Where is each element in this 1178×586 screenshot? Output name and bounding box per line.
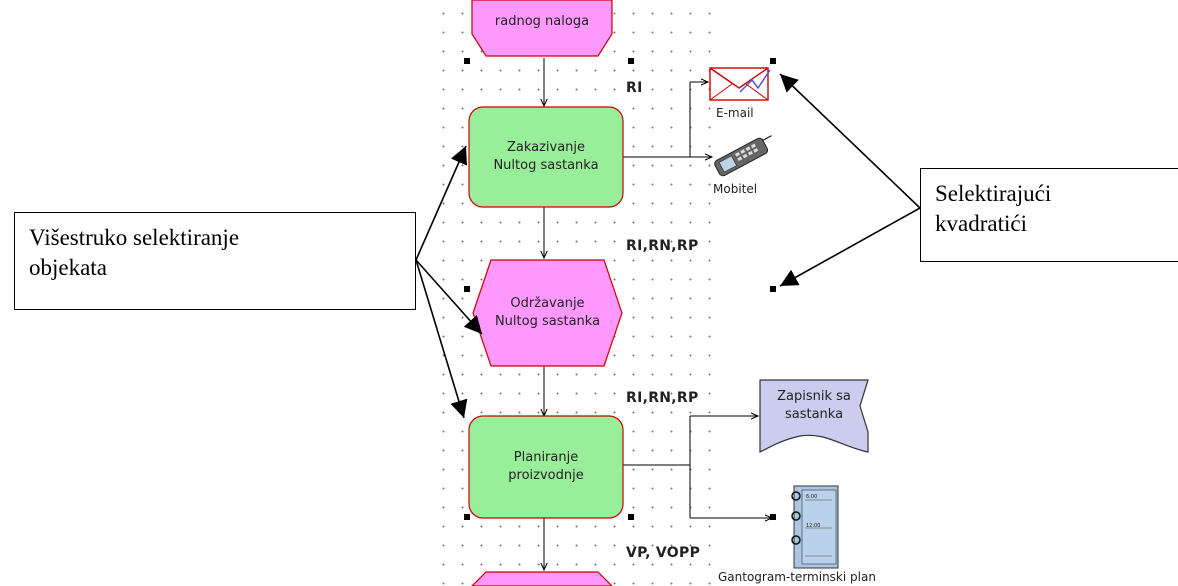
callout-selection-handles: Selektirajući kvadratići: [920, 168, 1178, 262]
pointer-arrow-1: [415, 145, 467, 261]
pointer-arrow-5: [779, 207, 921, 287]
gantogram-label: Gantogram-terminski plan: [718, 570, 876, 584]
selection-handle[interactable]: [628, 58, 634, 64]
flow-label: VP, VOPP: [626, 545, 701, 561]
pointer-arrow-3: [415, 259, 468, 419]
selection-handle[interactable]: [628, 514, 634, 520]
callout-multi-select: Višestruko selektiranje objekata: [14, 212, 416, 310]
callout-text-line: Višestruko selektiranje: [29, 225, 240, 250]
selection-handle[interactable]: [770, 58, 776, 64]
flow-label: RI,RN,RP: [626, 238, 699, 254]
selection-handle[interactable]: [464, 58, 470, 64]
selection-handle[interactable]: [464, 514, 470, 520]
planner-icon: 6:00 12:00: [791, 485, 839, 569]
mobile-label: Mobitel: [713, 182, 758, 196]
envelope-icon: [709, 67, 771, 101]
email-label: E-mail: [716, 106, 754, 120]
selection-handle[interactable]: [770, 514, 776, 520]
svg-text:12:00: 12:00: [806, 523, 820, 529]
function-zakazivanje: [468, 106, 624, 208]
event-bottom: [471, 571, 613, 586]
callout-text-line: Selektirajući: [935, 181, 1052, 206]
function-planiranje: [468, 415, 624, 519]
callout-text-line: objekata: [29, 255, 107, 280]
event-odrzavanje: [472, 259, 623, 367]
document-zapisnik: [759, 379, 869, 453]
event-radnog-naloga: [471, 0, 613, 57]
mobile-phone-icon: [714, 135, 772, 177]
flow-label: RI,RN,RP: [626, 390, 699, 406]
flow-label: RI: [626, 80, 643, 96]
callout-text-line: kvadratići: [935, 211, 1027, 236]
selection-handle[interactable]: [464, 286, 470, 292]
selection-handle[interactable]: [770, 286, 776, 292]
pointer-arrow-4: [779, 73, 921, 209]
pointer-arrow-2: [415, 259, 483, 335]
svg-text:6:00: 6:00: [806, 494, 817, 500]
